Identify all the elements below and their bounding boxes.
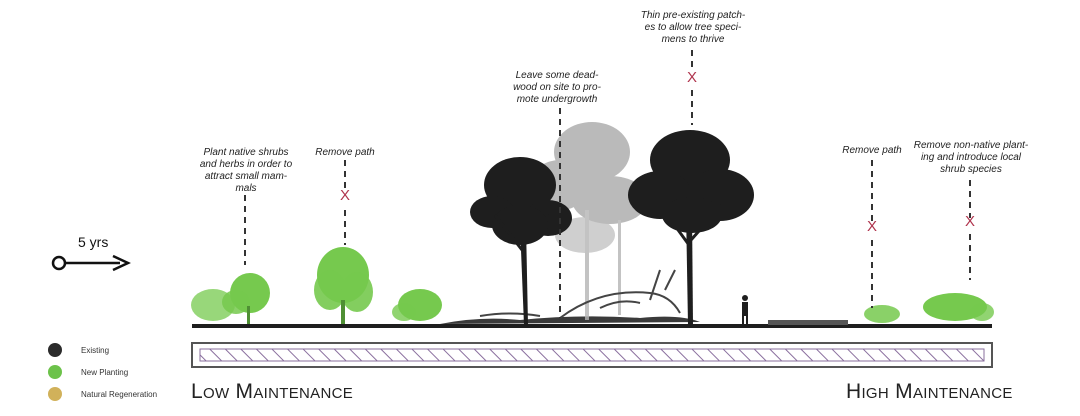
marker-non-native: X xyxy=(964,213,975,230)
annotation-remove-path-left: Remove path xyxy=(315,147,375,158)
timeline-label: 5 yrs xyxy=(78,234,109,250)
ground-patch xyxy=(768,320,848,325)
dead-wood xyxy=(479,269,681,319)
low-maintenance-label: Low Maintenance xyxy=(191,380,354,403)
annotation-remove-path-right: Remove path xyxy=(842,145,902,156)
legend-natural-regeneration: Natural Regeneration xyxy=(48,387,157,401)
leader-lines xyxy=(244,50,971,318)
existing-tree-right xyxy=(628,130,754,325)
legend-dot-existing xyxy=(48,343,62,357)
annotation-shrubs: Plant native shrubs and herbs in order t… xyxy=(199,147,293,194)
new-planting-shrub-right xyxy=(864,293,994,323)
legend-label-natural-regeneration: Natural Regeneration xyxy=(81,389,158,399)
legend-existing: Existing xyxy=(48,343,109,357)
new-planting-tree xyxy=(314,247,373,324)
marker-remove-path-left: X xyxy=(339,187,350,204)
maintenance-bar xyxy=(191,342,993,368)
legend-dot-new-planting xyxy=(48,365,62,379)
new-planting-shrub-mid xyxy=(392,289,442,321)
legend-dot-natural-regeneration xyxy=(48,387,62,401)
new-planting-shrub-left xyxy=(191,273,270,324)
legend-new-planting: New Planting xyxy=(48,365,128,379)
person-silhouette xyxy=(742,295,748,325)
marker-thin-patches: X xyxy=(686,69,697,86)
legend-label-existing: Existing xyxy=(81,345,110,355)
ground-mound xyxy=(440,316,700,324)
ground-line xyxy=(192,324,992,328)
timeline-arrow xyxy=(51,254,131,272)
marker-remove-path-right: X xyxy=(866,218,877,235)
annotation-thin-patches: Thin pre-existing patch- es to allow tre… xyxy=(640,10,746,45)
existing-tree-left xyxy=(470,157,572,325)
annotation-deadwood: Leave some dead- wood on site to pro- mo… xyxy=(513,70,601,105)
legend-label-new-planting: New Planting xyxy=(81,367,129,377)
annotation-non-native: Remove non-native plant- ing and introdu… xyxy=(913,140,1029,175)
high-maintenance-label: High Maintenance xyxy=(846,380,1013,403)
